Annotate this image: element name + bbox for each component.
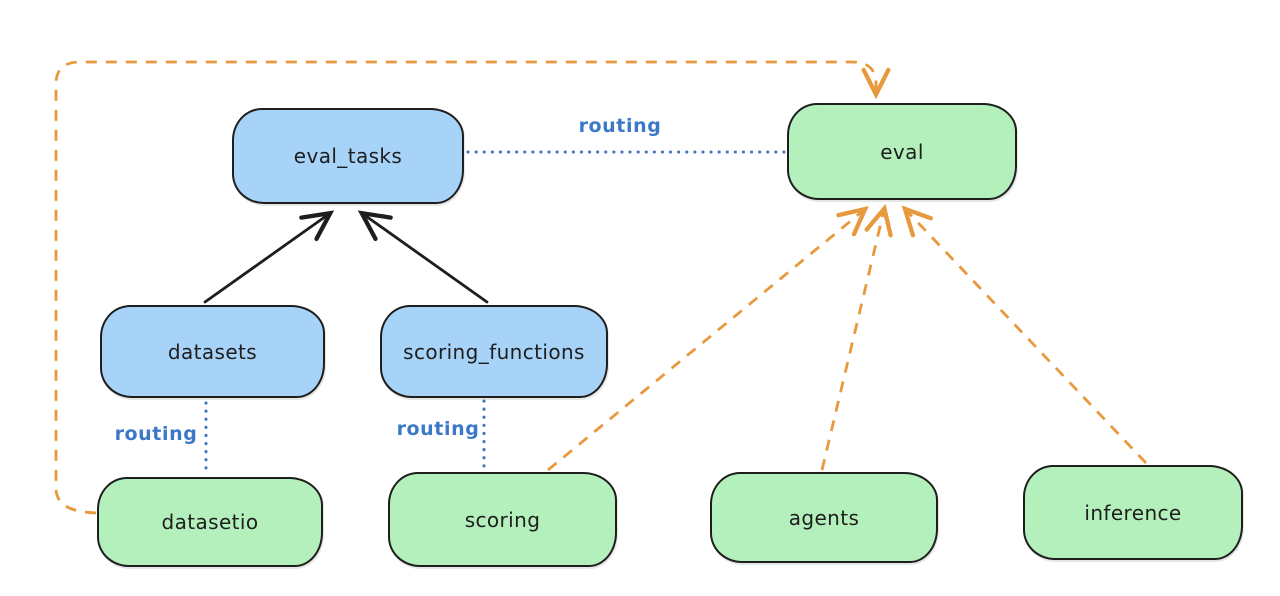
edge-inference-to-eval [901, 205, 1148, 464]
node-scoring_functions-label: scoring_functions [403, 339, 585, 364]
node-scoring_functions: scoring_functions [380, 305, 608, 398]
edge-datasetio-to-eval [54, 60, 891, 515]
routing-label-datasets-datasetio: routing [114, 423, 198, 445]
node-agents-label: agents [788, 505, 860, 530]
edge-agents-to-eval [820, 203, 893, 471]
edge-datasets-to-eval_tasks [203, 210, 335, 304]
node-datasetio-label: datasetio [161, 510, 259, 534]
node-agents: agents [710, 472, 938, 563]
node-datasetio: datasetio [97, 477, 323, 567]
node-scoring-label: scoring [464, 507, 541, 532]
node-eval: eval [787, 103, 1017, 200]
node-eval_tasks: eval_tasks [232, 108, 464, 204]
node-eval-label: eval [880, 139, 924, 164]
node-datasets: datasets [100, 305, 325, 398]
node-inference: inference [1023, 465, 1243, 560]
routing-label-eval_tasks-eval: routing [578, 115, 662, 137]
edge-scoring_functions-to-eval_tasks [357, 210, 489, 304]
node-eval_tasks-label: eval_tasks [293, 144, 403, 168]
routing-label-scoring_functions-scoring: routing [396, 418, 480, 440]
node-datasets-label: datasets [167, 339, 258, 364]
node-scoring: scoring [388, 472, 617, 567]
edge-scoring-to-eval [547, 205, 869, 472]
node-inference-label: inference [1084, 500, 1182, 525]
